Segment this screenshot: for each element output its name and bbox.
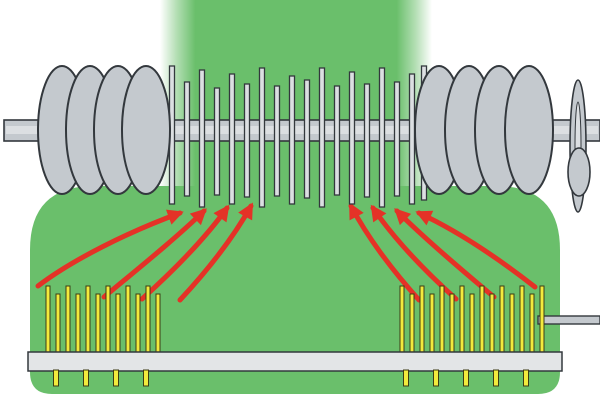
rotor-tines [168,65,428,208]
right-auger [414,65,554,195]
green-band [160,0,432,220]
pickup-bar [27,351,563,372]
mounting-pins [53,369,529,387]
drive-wheel [567,79,591,213]
left-auger [37,65,171,195]
side-rod [537,315,600,325]
